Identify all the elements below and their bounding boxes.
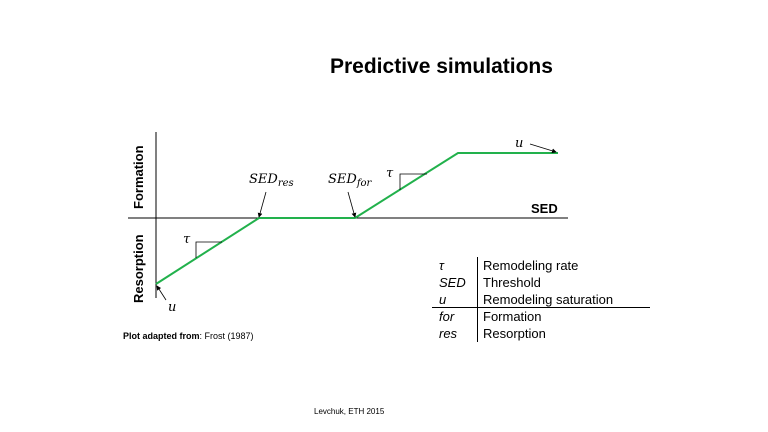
- legend-symbol: SED: [439, 275, 466, 290]
- legend-description: Remodeling saturation: [483, 292, 614, 307]
- u-label-top: u: [515, 136, 523, 151]
- plot-credit: Plot adapted from: Frost (1987): [123, 331, 254, 341]
- legend-symbol: for: [439, 309, 455, 324]
- slide-title: Predictive simulations: [330, 55, 553, 78]
- slide-footer: Levchuk, ETH 2015: [314, 407, 385, 416]
- legend-description: Threshold: [483, 275, 541, 290]
- legend-description: Remodeling rate: [483, 258, 579, 273]
- tau-label-right: τ: [386, 166, 394, 181]
- legend-row-divider: [432, 307, 650, 308]
- u-label-bottom: u: [168, 300, 176, 315]
- credit-source: : Frost (1987): [199, 331, 254, 341]
- legend-description: Formation: [483, 309, 542, 324]
- threshold-for-arrow: [347, 191, 357, 218]
- credit-prefix: Plot adapted from: [123, 331, 200, 341]
- legend-column-divider: [477, 257, 478, 342]
- slope-triangle-left: [195, 241, 222, 258]
- y-label-resorption: Resorption: [131, 234, 146, 303]
- x-label-sed: SED: [531, 201, 558, 216]
- u-bottom-arrow: [156, 285, 167, 301]
- legend-symbol: τ: [439, 258, 444, 273]
- threshold-res-sub: res: [278, 178, 294, 189]
- threshold-res-main: SED: [249, 172, 278, 187]
- legend-symbol: res: [439, 326, 458, 341]
- threshold-for-sub: for: [356, 178, 373, 189]
- response-curve: [155, 152, 558, 285]
- threshold-for-main: SED: [328, 172, 357, 187]
- u-top-arrow: [529, 143, 557, 154]
- threshold-res-label: SEDres: [249, 172, 294, 189]
- slope-triangle-right: [399, 173, 427, 190]
- y-label-formation: Formation: [131, 145, 146, 209]
- legend-description: Resorption: [483, 326, 546, 341]
- legend-symbol: u: [439, 292, 447, 307]
- threshold-for-label: SEDfor: [328, 172, 373, 189]
- tau-label-left: τ: [183, 232, 191, 247]
- threshold-res-arrow: [257, 191, 267, 218]
